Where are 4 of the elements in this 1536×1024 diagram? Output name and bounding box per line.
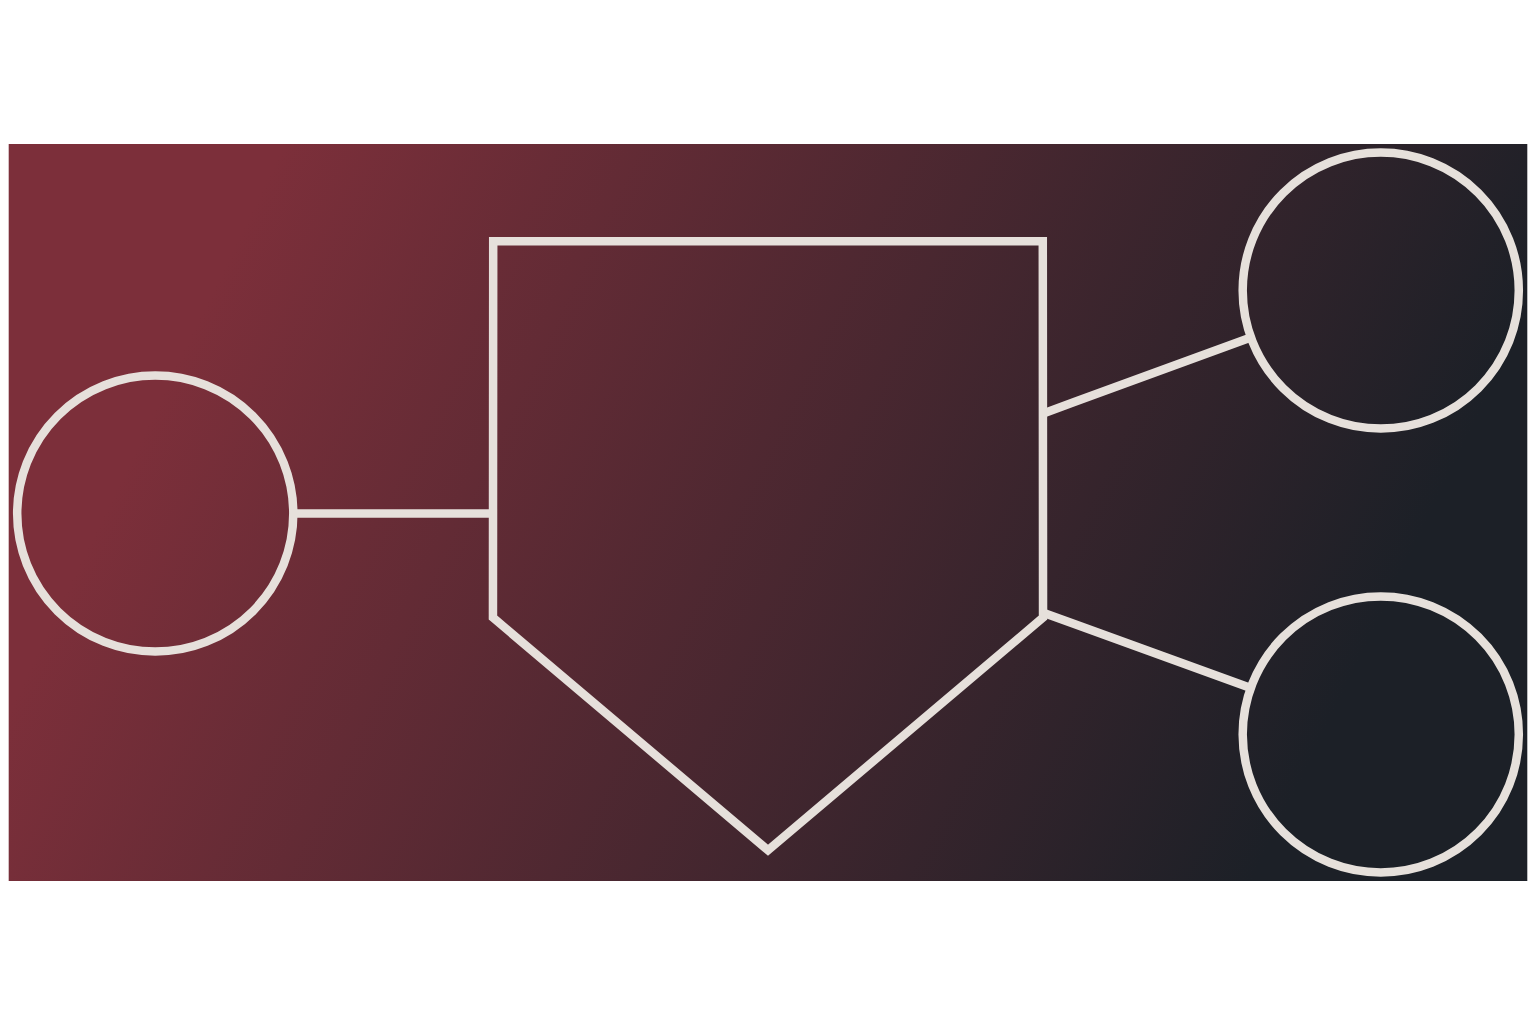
node-circle <box>12 370 298 656</box>
node-circle <box>1238 591 1524 877</box>
node-circle <box>1238 147 1524 433</box>
node-shield <box>488 236 1048 856</box>
